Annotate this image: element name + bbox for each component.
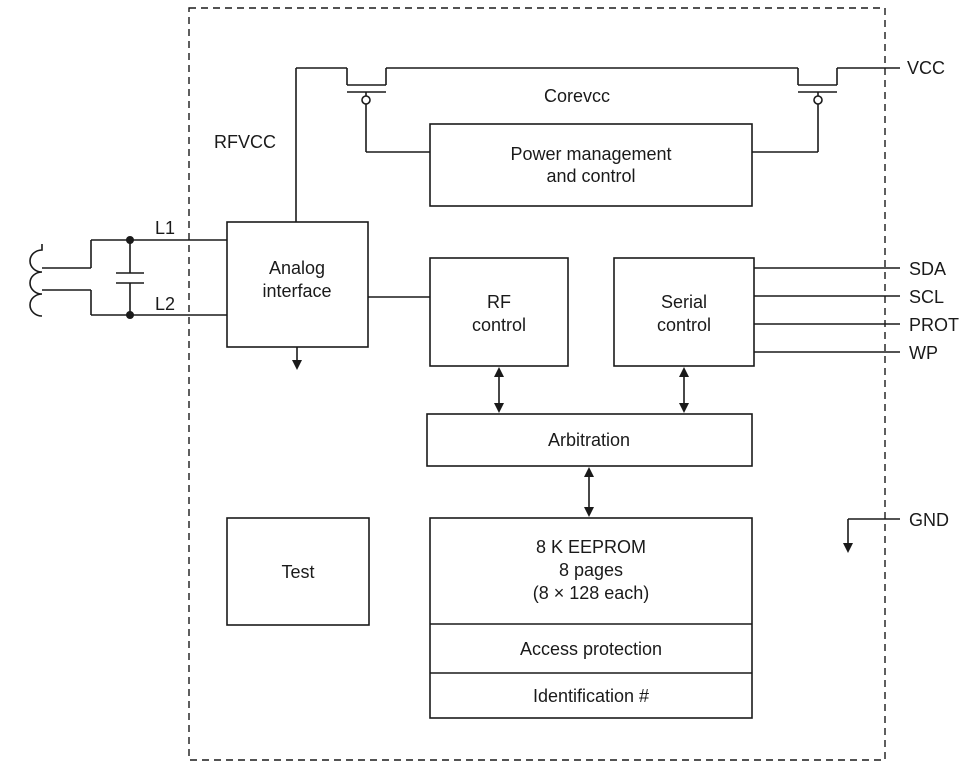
rf-control-label-1: RF <box>487 292 511 312</box>
eeprom-label-1: 8 K EEPROM <box>536 537 646 557</box>
vcc-pin-label: VCC <box>907 58 945 78</box>
serial-control-label-2: control <box>657 315 711 335</box>
serial-arbitration-link <box>679 367 689 413</box>
power-management-label-2: and control <box>546 166 635 186</box>
corevcc-label: Corevcc <box>544 86 610 106</box>
chip-boundary <box>188 7 886 761</box>
eeprom-label-2: 8 pages <box>559 560 623 580</box>
serial-control-block <box>613 257 755 367</box>
arbitration-eeprom-link <box>584 467 594 517</box>
arbitration-label: Arbitration <box>548 430 630 450</box>
l1-label: L1 <box>155 218 175 238</box>
test-label: Test <box>281 562 314 582</box>
power-switch-wiring <box>295 67 900 222</box>
rf-arbitration-link <box>494 367 504 413</box>
l2-label: L2 <box>155 294 175 314</box>
access-protection-label: Access protection <box>520 639 662 659</box>
wp-pin-label: WP <box>909 343 938 363</box>
power-management-label-1: Power management <box>510 144 671 164</box>
eeprom-block <box>429 517 753 719</box>
antenna-coil <box>29 236 227 319</box>
scl-pin-label: SCL <box>909 287 944 307</box>
gnd-pin-label: GND <box>909 510 949 530</box>
prot-pin-label: PROT <box>909 315 959 335</box>
test-block <box>226 517 370 626</box>
serial-pin-wires <box>754 267 900 353</box>
sda-pin-label: SDA <box>909 259 946 279</box>
analog-interface-block <box>226 221 369 348</box>
rf-control-label-2: control <box>472 315 526 335</box>
gnd-wiring <box>843 518 900 553</box>
serial-control-label-1: Serial <box>661 292 707 312</box>
rf-control-block <box>429 257 569 367</box>
power-management-block <box>429 123 753 207</box>
analog-interface-label-1: Analog <box>269 258 325 278</box>
identification-label: Identification # <box>533 686 649 706</box>
rfvcc-label: RFVCC <box>214 132 276 152</box>
analog-ground-arrow <box>292 360 302 370</box>
eeprom-label-3: (8 × 128 each) <box>533 583 650 603</box>
analog-interface-label-2: interface <box>262 281 331 301</box>
arbitration-block <box>426 413 753 467</box>
